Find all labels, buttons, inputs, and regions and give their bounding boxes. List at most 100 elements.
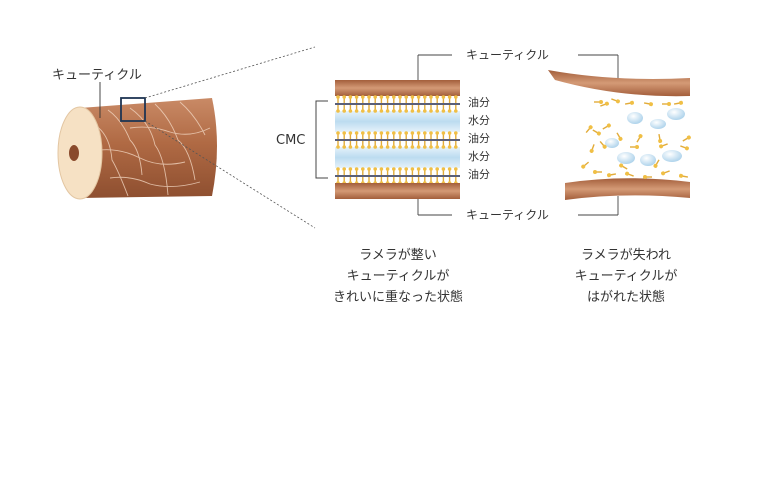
caption-right-line-2: キューティクルが bbox=[575, 269, 678, 284]
caption-left-line-3: きれいに重なった状態 bbox=[333, 289, 463, 305]
lipid-head bbox=[348, 131, 353, 135]
water-droplet bbox=[662, 150, 682, 162]
detached-lipid bbox=[611, 98, 620, 104]
intact-lamellar-stack: キューティクル キューティクル CMC 油分 水分 油分 水分 油分 bbox=[276, 48, 619, 222]
lipid-head bbox=[404, 95, 409, 99]
lipid-head bbox=[398, 131, 402, 135]
detached-lipid bbox=[581, 161, 590, 169]
lipid-head bbox=[379, 109, 384, 113]
hair-strand: キューティクル bbox=[52, 68, 217, 200]
bottom-cuticle-plate bbox=[335, 183, 460, 199]
detached-lipid bbox=[662, 102, 671, 106]
lipid-head bbox=[373, 145, 378, 149]
lipid-head bbox=[416, 145, 421, 149]
lipid-head bbox=[410, 167, 415, 171]
lipid-head bbox=[392, 167, 396, 171]
lipid-head bbox=[404, 131, 409, 135]
detached-lipid bbox=[625, 171, 634, 177]
lipid-head bbox=[373, 109, 378, 113]
damaged-lamellar-stack bbox=[548, 70, 691, 200]
lipid-head bbox=[361, 131, 365, 135]
lifted-bottom-cuticle bbox=[565, 178, 690, 200]
water-droplet bbox=[605, 138, 619, 148]
lipid-head bbox=[410, 131, 415, 135]
lipid-head bbox=[416, 109, 421, 113]
hair-medulla bbox=[69, 145, 79, 161]
water-band bbox=[335, 147, 460, 168]
detached-lipid bbox=[679, 173, 689, 178]
lifted-top-cuticle bbox=[548, 70, 690, 97]
lipid-head bbox=[454, 95, 458, 99]
lipid-head bbox=[410, 145, 415, 149]
lipid-head bbox=[441, 167, 446, 171]
zoom-line-bottom bbox=[144, 120, 316, 229]
lipid-head bbox=[398, 167, 402, 171]
lipid-head bbox=[336, 131, 340, 135]
caption-right-line-1: ラメラが失われ bbox=[581, 248, 671, 263]
lipid-head bbox=[348, 145, 353, 149]
hair-cross-section bbox=[57, 106, 103, 200]
cmc-bracket bbox=[315, 100, 328, 179]
lipid-head bbox=[447, 145, 452, 149]
detached-lipid bbox=[636, 134, 643, 143]
scattered-lipids bbox=[581, 98, 691, 179]
detached-lipid bbox=[682, 135, 691, 142]
lipid-head bbox=[423, 109, 427, 113]
detached-lipid bbox=[599, 140, 607, 149]
detached-lipid bbox=[643, 102, 653, 107]
lipid-head bbox=[348, 167, 353, 171]
lipid-center-line bbox=[335, 103, 460, 105]
detached-lipid bbox=[607, 173, 617, 178]
lipid-head bbox=[354, 109, 359, 113]
lipid-head bbox=[354, 145, 359, 149]
detached-lipid bbox=[680, 145, 689, 151]
lipid-head bbox=[416, 131, 421, 135]
detached-lipid bbox=[616, 132, 623, 141]
detached-lipid bbox=[659, 143, 668, 149]
lipid-head bbox=[367, 131, 371, 135]
lipid-head bbox=[429, 95, 433, 99]
lipid-head bbox=[379, 167, 384, 171]
lipid-head bbox=[367, 109, 371, 113]
lipid-head bbox=[342, 109, 347, 113]
caption-left-line-1: ラメラが整い bbox=[359, 248, 437, 263]
lipid-head bbox=[398, 145, 402, 149]
lipid-head bbox=[454, 167, 458, 171]
lipid-head bbox=[435, 145, 440, 149]
lipid-head bbox=[336, 167, 340, 171]
detached-lipid bbox=[673, 100, 683, 105]
detached-lipid bbox=[643, 175, 652, 179]
layer-label-water-1: 水分 bbox=[468, 114, 490, 127]
caption-left-line-2: キューティクルが bbox=[347, 269, 450, 284]
lipid-head bbox=[367, 167, 371, 171]
lipid-head bbox=[429, 145, 433, 149]
lipid-head bbox=[441, 131, 446, 135]
lipid-head bbox=[398, 95, 402, 99]
detached-lipid bbox=[661, 170, 670, 176]
water-droplet bbox=[627, 112, 643, 124]
layer-labels: 油分 水分 油分 水分 油分 bbox=[468, 95, 490, 181]
zoom-line-top bbox=[144, 46, 316, 99]
lipid-head bbox=[385, 131, 390, 135]
lipid-head bbox=[410, 109, 415, 113]
lipid-head bbox=[423, 131, 427, 135]
lipid-head bbox=[429, 109, 433, 113]
lipid-head bbox=[348, 95, 353, 99]
detached-lipid bbox=[593, 170, 602, 174]
bottom-cuticle-label: キューティクル bbox=[466, 208, 549, 222]
lipid-head bbox=[348, 109, 353, 113]
caption-right: ラメラが失われ キューティクルが はがれた状態 bbox=[575, 248, 678, 305]
lipid-head bbox=[361, 145, 365, 149]
lipid-head bbox=[398, 109, 402, 113]
detached-lipid bbox=[594, 100, 603, 104]
lipid-head bbox=[379, 95, 384, 99]
lipid-head bbox=[385, 145, 390, 149]
layer-label-oil-1: 油分 bbox=[468, 95, 490, 109]
lipid-center-line bbox=[335, 175, 460, 177]
lipid-head bbox=[336, 109, 340, 113]
lipid-head bbox=[423, 95, 427, 99]
layer-label-water-2: 水分 bbox=[468, 150, 490, 163]
caption-left: ラメラが整い キューティクルが きれいに重なった状態 bbox=[333, 248, 463, 305]
lipid-head bbox=[429, 167, 433, 171]
